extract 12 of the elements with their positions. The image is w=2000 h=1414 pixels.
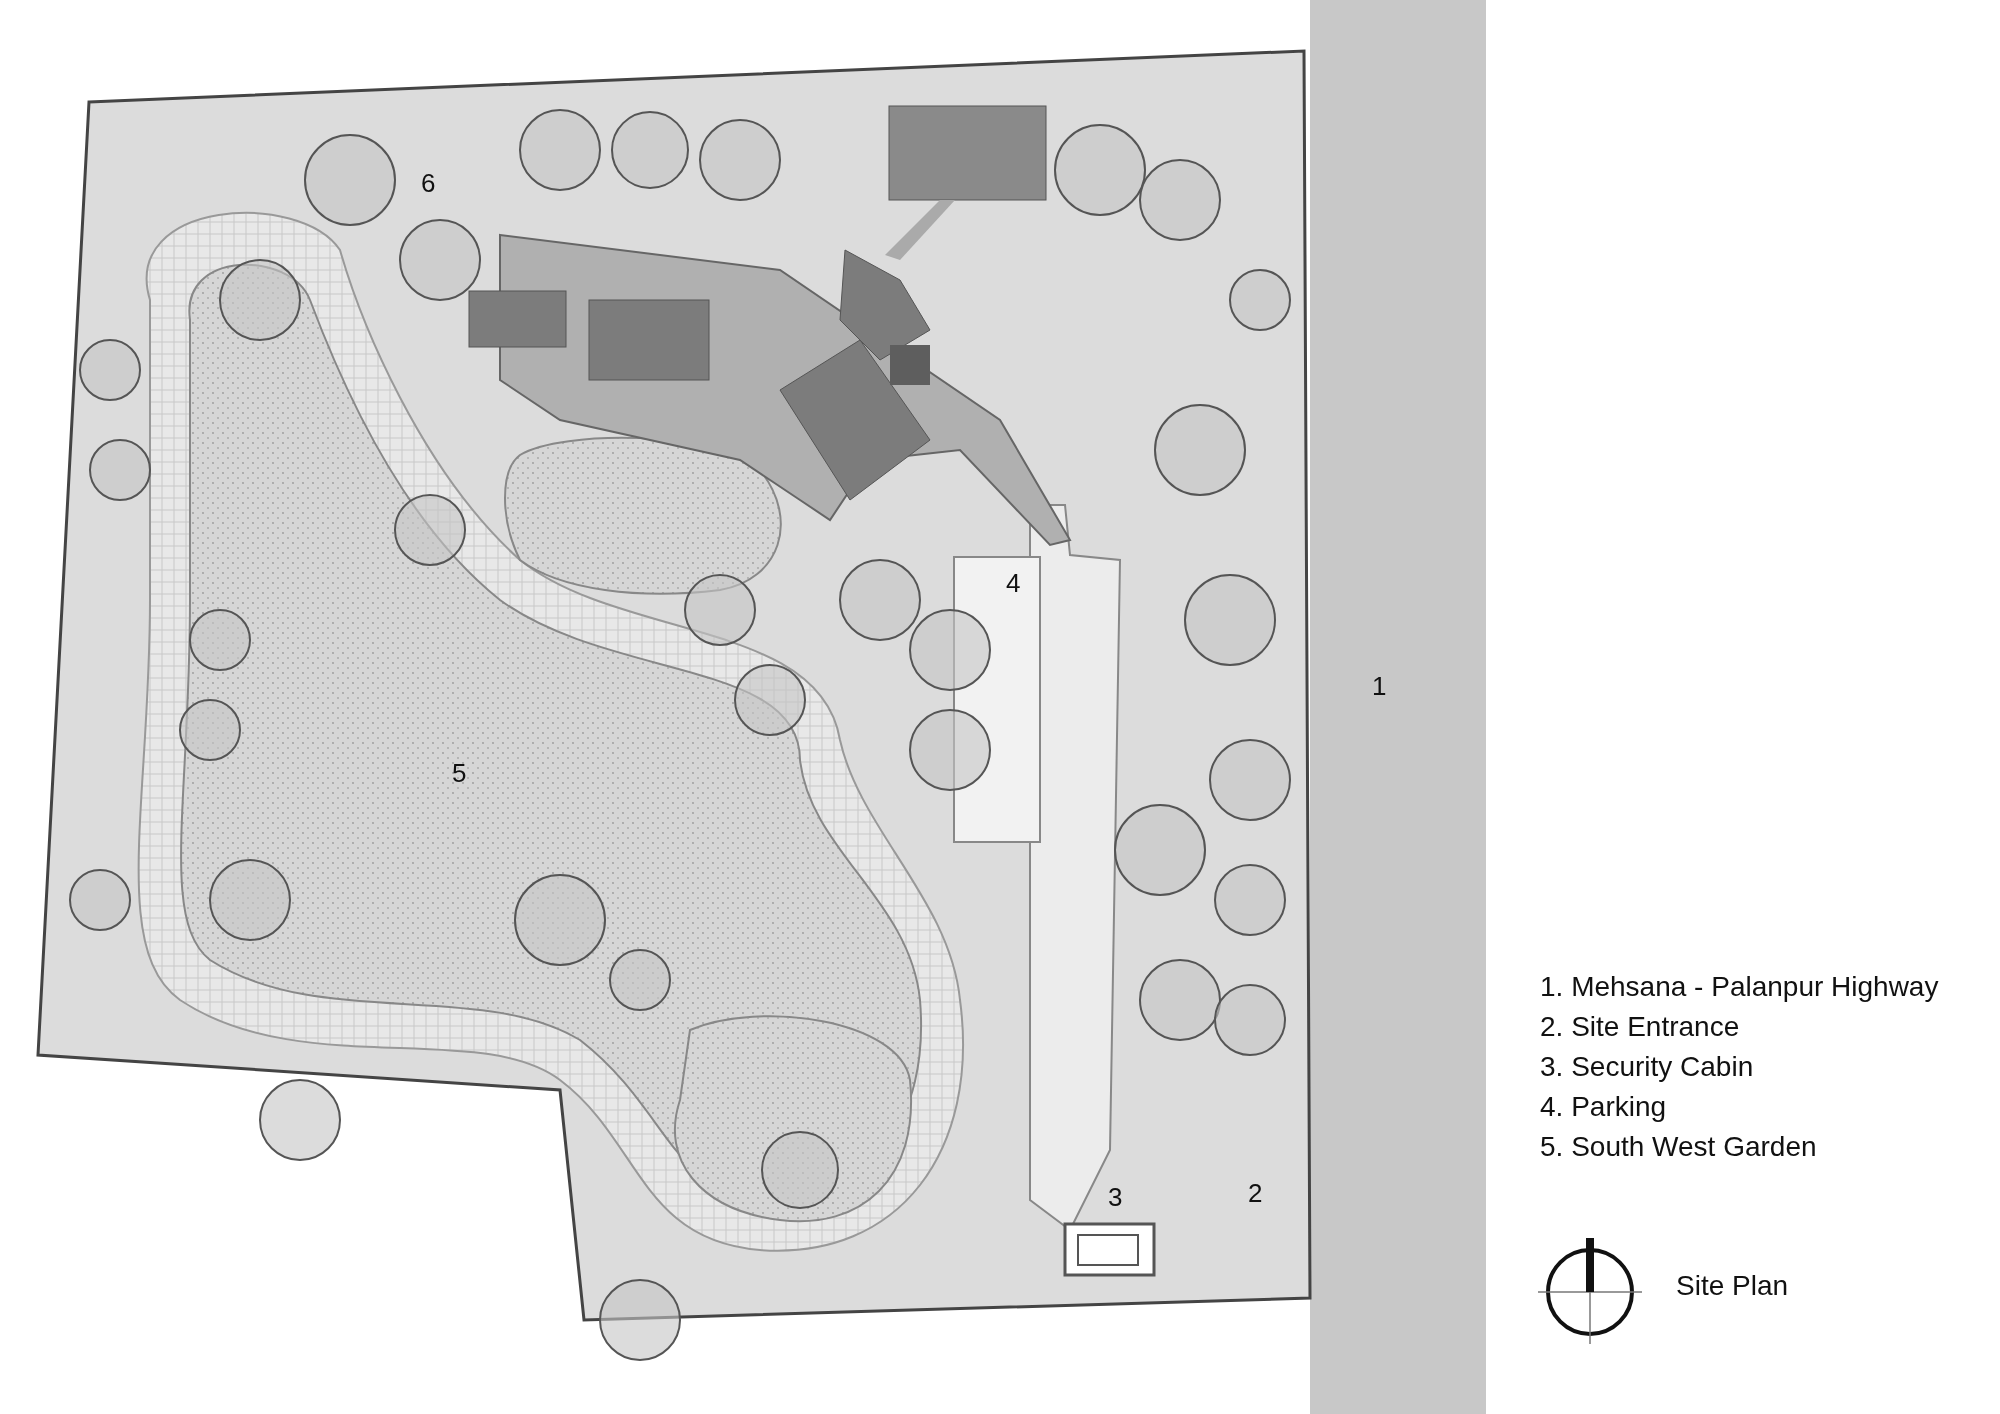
legend-entry: 5. South West Garden (1540, 1133, 1817, 1161)
callout-number: 5 (452, 760, 467, 786)
legend-entry: 4. Parking (1540, 1093, 1667, 1121)
callout-number: 1 (1372, 673, 1387, 699)
callout-number: 3 (1108, 1184, 1123, 1210)
callout-number: 6 (421, 170, 436, 196)
legend-entry: 1. Mehsana - Palanpur Highway (1540, 973, 1939, 1001)
callout-number: 2 (1248, 1180, 1263, 1206)
legend-entry: 3. Security Cabin (1540, 1053, 1754, 1081)
drawing-title: Site Plan (1676, 1272, 1789, 1300)
legend-entry: 2. Site Entrance (1540, 1013, 1740, 1041)
callout-number: 4 (1006, 570, 1021, 596)
